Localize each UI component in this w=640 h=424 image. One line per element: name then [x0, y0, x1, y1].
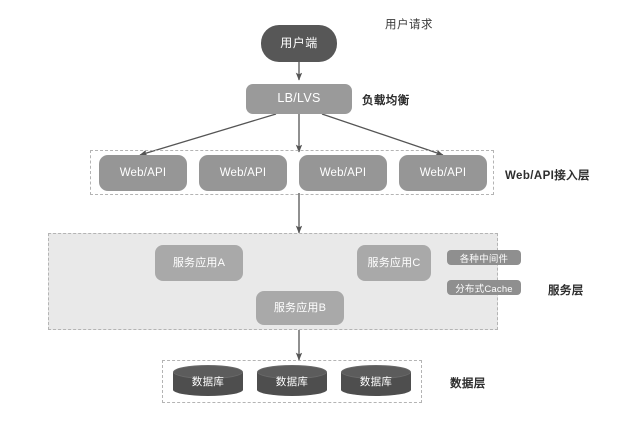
node-web-api-4[interactable]: Web/API — [399, 155, 487, 191]
badge-distributed-cache: 分布式Cache — [447, 280, 521, 295]
label-load-balance: 负载均衡 — [362, 95, 410, 107]
database-label: 数据库 — [275, 375, 309, 388]
database-cylinder-top — [257, 365, 327, 379]
label-service-layer: 服务层 — [548, 285, 584, 297]
node-database-1[interactable]: 数据库 — [173, 365, 243, 397]
node-database-2[interactable]: 数据库 — [257, 365, 327, 397]
label-web-api-layer: Web/API接入层 — [505, 170, 590, 182]
edge-lb-to-web1 — [139, 113, 277, 156]
node-client[interactable]: 用户端 — [261, 25, 337, 62]
badge-middleware: 各种中间件 — [447, 250, 521, 265]
node-service-app-b[interactable]: 服务应用B — [256, 291, 344, 325]
node-web-api-3[interactable]: Web/API — [299, 155, 387, 191]
node-database-3[interactable]: 数据库 — [341, 365, 411, 397]
zone-data-layer — [162, 360, 422, 403]
database-label: 数据库 — [191, 375, 225, 388]
node-service-app-c[interactable]: 服务应用C — [357, 245, 431, 281]
node-service-app-a[interactable]: 服务应用A — [155, 245, 243, 281]
label-user-request: 用户请求 — [385, 19, 433, 31]
node-web-api-1[interactable]: Web/API — [99, 155, 187, 191]
zone-web-api-layer — [90, 150, 494, 195]
node-load-balancer[interactable]: LB/LVS — [246, 84, 352, 114]
label-data-layer: 数据层 — [450, 378, 486, 390]
database-cylinder-top — [173, 365, 243, 379]
database-label: 数据库 — [359, 375, 393, 388]
database-cylinder-top — [341, 365, 411, 379]
node-web-api-2[interactable]: Web/API — [199, 155, 287, 191]
edge-lb-to-web4 — [321, 113, 444, 156]
